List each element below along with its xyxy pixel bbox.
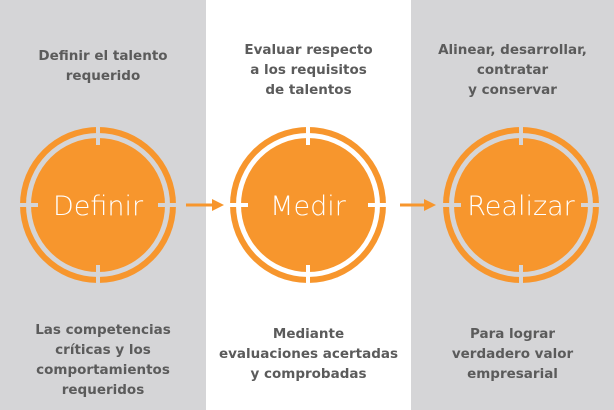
- stage-bottom-text: Mediante evaluaciones acertadas y compro…: [218, 326, 399, 382]
- stage-top-text: Alinear, desarrollar, contratar y conser…: [438, 42, 587, 98]
- stage-circle-realizar: [441, 125, 601, 285]
- stage-bottom-text: Las competencias críticas y los comporta…: [35, 322, 171, 398]
- stage-circle-definir: [18, 125, 178, 285]
- stage-top-text: Evaluar respecto a los requisitos de tal…: [244, 42, 373, 98]
- stage-label-definir: Definir: [53, 191, 144, 222]
- stage-circle-medir: [228, 125, 388, 285]
- arrow-icon: [400, 199, 436, 211]
- stage-label-medir: Medir: [270, 191, 347, 222]
- stage-bottom-text: Para lograr verdadero valor empresarial: [451, 326, 574, 382]
- stage-top-text: Definir el talento requerido: [38, 48, 168, 84]
- arrow-icon: [186, 199, 224, 211]
- stage-label-realizar: Realizar: [467, 191, 575, 222]
